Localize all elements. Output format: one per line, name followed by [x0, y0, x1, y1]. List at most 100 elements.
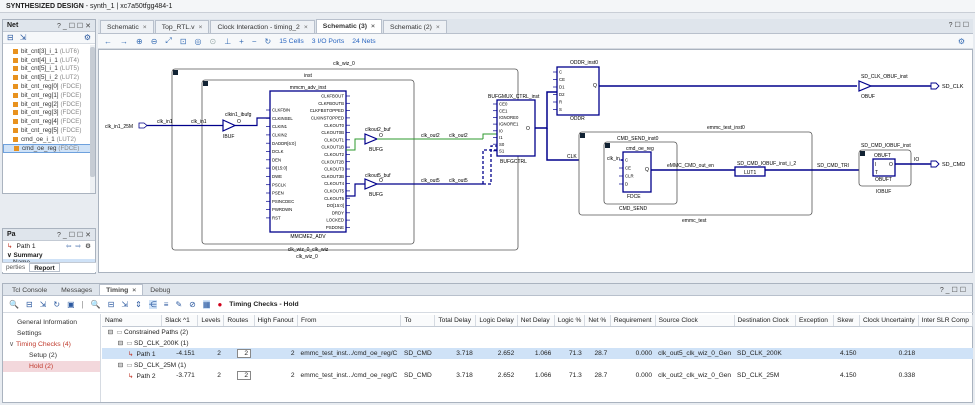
- column-header[interactable]: High Fanout: [254, 315, 299, 327]
- collapse-icon[interactable]: ∨: [9, 341, 14, 348]
- column-header[interactable]: Destination Clock: [734, 315, 796, 327]
- nav-item[interactable]: Settings: [3, 328, 100, 339]
- column-header[interactable]: Logic %: [554, 315, 586, 327]
- window-ctrls[interactable]: ? ☐ ☐: [948, 22, 969, 29]
- tab-top-rtl-v[interactable]: Top_RTL.v×: [154, 20, 210, 33]
- net-list-item[interactable]: cmd_oe_reg(FDCE): [3, 143, 95, 153]
- table-group-row[interactable]: ⊟▭Constrained Paths (2): [102, 326, 973, 337]
- net-to-bufgmux-i0[interactable]: [482, 133, 497, 139]
- column-header[interactable]: Clock Uncertainty: [859, 315, 919, 327]
- close-icon[interactable]: ×: [142, 24, 147, 31]
- tab-clock-interaction-timing-2[interactable]: Clock Interaction - timing_2×: [210, 20, 315, 33]
- table-group-row[interactable]: ⊟▭SD_CLK_25M (1): [102, 359, 973, 370]
- obuf-buffer[interactable]: [858, 80, 873, 92]
- tab-schematic-3-[interactable]: Schematic (3)×: [315, 19, 382, 33]
- bufgmux-block[interactable]: [496, 99, 536, 157]
- expand-icon[interactable]: ⇲: [39, 300, 47, 309]
- pin-icon[interactable]: ⊙: [209, 36, 217, 46]
- tab-schematic-2-[interactable]: Schematic (2)×: [382, 20, 447, 33]
- close-icon[interactable]: ×: [132, 287, 137, 294]
- collapse-icon[interactable]: ⊟: [117, 339, 124, 347]
- net-list-item[interactable]: bit_cnt[3]_i_1(LUT6): [3, 47, 95, 56]
- search-icon[interactable]: 🔍: [90, 300, 101, 309]
- back-icon[interactable]: ←: [104, 36, 112, 46]
- close-icon[interactable]: ×: [198, 24, 203, 31]
- sd-cmd-port-icon[interactable]: [930, 160, 940, 168]
- sd-clk-port-icon[interactable]: [930, 82, 940, 90]
- column-header[interactable]: Requirement: [610, 315, 656, 327]
- net-to-bufgmux-s[interactable]: [482, 149, 497, 184]
- net-list-item[interactable]: bit_cnt_reg[1](FDCE): [3, 91, 95, 100]
- zoom-fit-icon[interactable]: ⤢: [165, 36, 172, 45]
- schematic-canvas[interactable]: clk_wiz_0 clk_wiz_0 inst clk_wiz_0_clk_w…: [98, 49, 973, 273]
- net-to-bufgmux-i1[interactable]: [483, 145, 497, 185]
- column-header[interactable]: Net Delay: [517, 315, 555, 327]
- nav-item[interactable]: ∨Timing Checks (4): [3, 339, 100, 350]
- expand-icon[interactable]: ⊥: [224, 36, 232, 46]
- net-list-item[interactable]: bit_cnt_reg[2](FDCE): [3, 100, 95, 109]
- collapse-icon[interactable]: ⊟: [25, 300, 33, 309]
- cells-count[interactable]: 15 Cells: [279, 37, 304, 45]
- forward-icon[interactable]: ⇨: [75, 243, 82, 250]
- column-header[interactable]: Routes: [223, 315, 255, 327]
- column-header[interactable]: From: [297, 315, 402, 327]
- zoom-out-icon[interactable]: ⊖: [150, 36, 158, 46]
- panel-controls[interactable]: ? _ ☐ ☐ ✕: [57, 231, 91, 239]
- scrollbar[interactable]: [90, 45, 95, 193]
- collapse-icon[interactable]: ⊟: [107, 300, 115, 309]
- minus-icon[interactable]: −: [251, 36, 257, 46]
- net-list-item[interactable]: bit_cnt_reg[3](FDCE): [3, 109, 95, 118]
- mmcm-block[interactable]: [269, 90, 347, 233]
- grid-icon[interactable]: ▦: [202, 300, 211, 309]
- bufg2-buffer[interactable]: [364, 178, 379, 190]
- back-icon[interactable]: ⇦: [66, 243, 72, 250]
- collapse-icon[interactable]: ⊟: [117, 361, 124, 369]
- panel-controls[interactable]: ? _ ☐ ☐ ✕: [57, 22, 91, 30]
- zoom-area-icon[interactable]: ⊡: [179, 36, 187, 46]
- column-header[interactable]: Logic Delay: [475, 315, 518, 327]
- save-icon[interactable]: ▣: [67, 300, 75, 309]
- column-header[interactable]: Source Clock: [655, 315, 735, 327]
- collapse-all-icon[interactable]: ⊟: [7, 33, 14, 42]
- schematic-svg[interactable]: clk_wiz_0 clk_wiz_0 inst clk_wiz_0_clk_w…: [99, 50, 974, 274]
- net-list-item[interactable]: bit_cnt[4]_i_1(LUT4): [3, 56, 95, 65]
- net-clkout5-internal[interactable]: [346, 183, 365, 197]
- tab-schematic[interactable]: Schematic×: [100, 20, 154, 33]
- settings-icon[interactable]: ⚙: [85, 243, 91, 250]
- routes-field[interactable]: 2: [237, 349, 252, 358]
- forward-icon[interactable]: →: [120, 36, 128, 46]
- tab-report[interactable]: Report: [29, 263, 60, 272]
- tab-timing[interactable]: Timing×: [99, 284, 144, 295]
- refresh-icon[interactable]: ↻: [264, 36, 272, 46]
- obuft-block[interactable]: [872, 158, 896, 177]
- close-icon[interactable]: ×: [371, 23, 375, 30]
- nets-count[interactable]: 24 Nets: [352, 37, 376, 45]
- tab-debug[interactable]: Debug: [143, 284, 177, 295]
- bufg1-buffer[interactable]: [364, 133, 379, 145]
- net-clk-to-oddr[interactable]: [535, 91, 557, 129]
- settings-icon[interactable]: ⚙: [83, 33, 91, 42]
- flow-icon[interactable]: ≡: [163, 300, 169, 309]
- zoom-in-icon[interactable]: ⊕: [136, 36, 143, 46]
- nav-item[interactable]: Setup (2): [3, 350, 100, 361]
- ports-count[interactable]: 3 I/O Ports: [311, 37, 345, 45]
- mark-icon[interactable]: ⊘: [189, 300, 196, 309]
- tab-properties[interactable]: perties: [6, 264, 26, 271]
- column-header[interactable]: Skew: [833, 315, 860, 327]
- sort-icon[interactable]: ⇕: [135, 300, 142, 309]
- refresh-icon[interactable]: ↻: [53, 300, 61, 309]
- close-icon[interactable]: ×: [303, 24, 308, 31]
- column-header[interactable]: Slack ^1: [161, 315, 199, 327]
- highlight-icon[interactable]: ✎: [175, 300, 183, 309]
- routes-field[interactable]: 2: [237, 371, 252, 380]
- fdce-block[interactable]: [622, 151, 652, 193]
- net-list-item[interactable]: bit_cnt_reg[5](FDCE): [3, 126, 95, 135]
- add-icon[interactable]: +: [239, 36, 244, 46]
- column-header[interactable]: Net %: [584, 315, 611, 327]
- search-icon[interactable]: 🔍: [9, 300, 19, 309]
- oddr-block[interactable]: [556, 66, 600, 116]
- net-list-item[interactable]: bit_cnt[5]_i_1(LUT5): [3, 65, 95, 74]
- panel-controls[interactable]: ? _ ☐ ☐: [939, 287, 966, 294]
